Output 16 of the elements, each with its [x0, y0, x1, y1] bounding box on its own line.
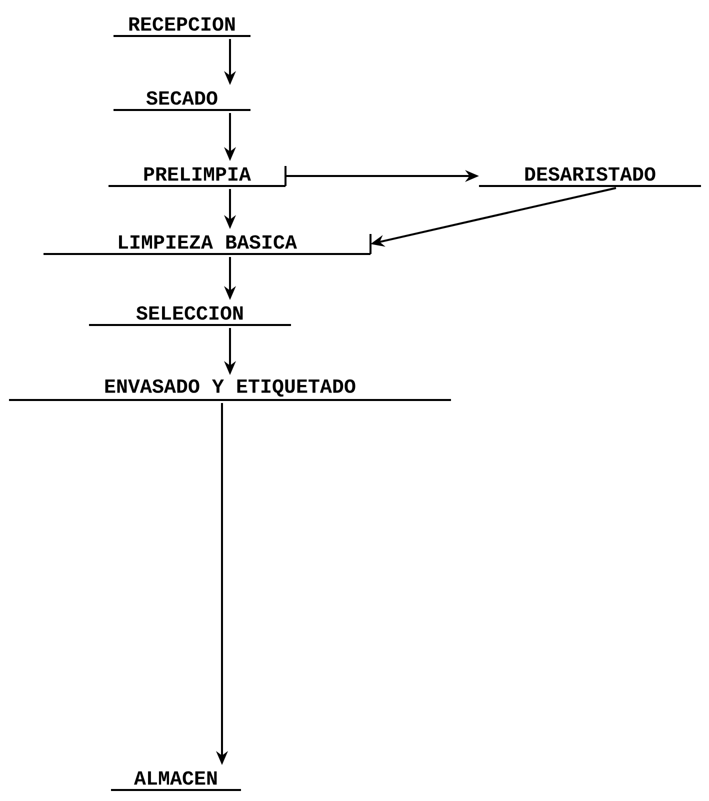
arrow [216, 403, 228, 765]
underlined-step: LIMPIEZA BASICA [44, 234, 372, 255]
arrow [224, 39, 236, 85]
arrow [224, 189, 236, 229]
arrow [286, 170, 479, 182]
underlined-step: DESARISTADO [479, 167, 701, 187]
arrow [224, 113, 236, 161]
arrow [370, 187, 616, 247]
underlined-step: SELECCION [89, 306, 291, 326]
underlined-step: ENVASADO Y ETIQUETADO [9, 379, 451, 401]
arrow [224, 328, 236, 375]
arrow [224, 257, 236, 300]
underlined-step: PRELIMPIA [108, 166, 286, 187]
underlined-step: SECADO [114, 91, 250, 111]
underlined-step: ALMACEN [111, 771, 241, 791]
underlined-step: RECEPCION [114, 17, 250, 37]
